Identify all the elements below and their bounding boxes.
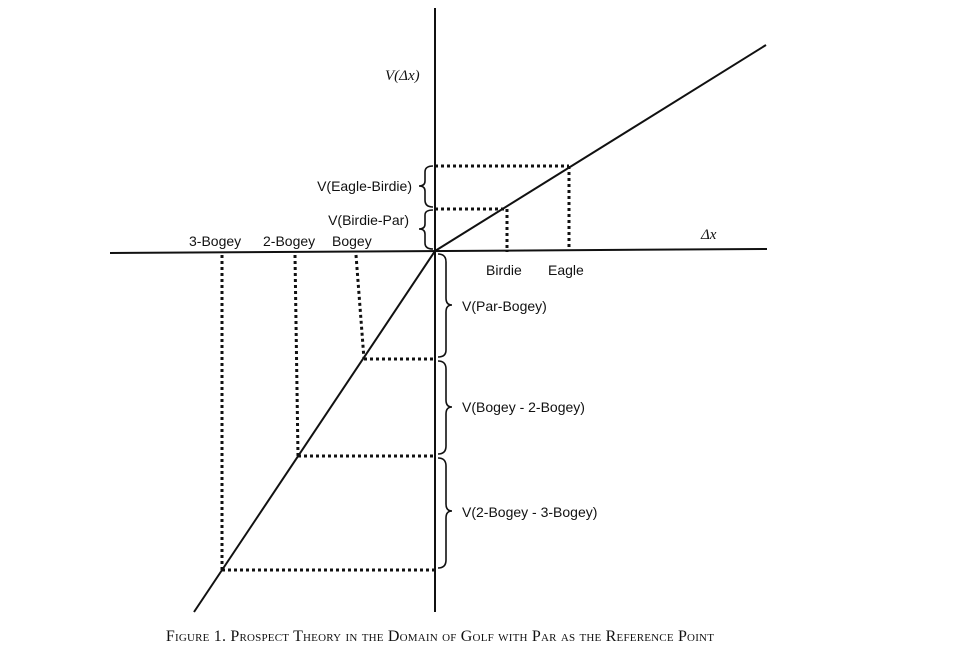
brace-bogey-2bogey <box>437 360 453 455</box>
value-function-loss-branch <box>193 250 436 613</box>
brace-2bogey-3bogey <box>437 457 453 569</box>
label-bogey: Bogey <box>332 233 372 249</box>
figure-caption: Figure 1. Prospect Theory in the Domain … <box>165 628 715 645</box>
label-2-bogey: 2-Bogey <box>263 233 315 249</box>
prospect-theory-diagram: V(Δx) Δx 3-Bogey 2-Bogey Bogey Birdie Ea… <box>109 8 768 613</box>
label-eagle: Eagle <box>548 262 584 278</box>
brace-eagle-birdie <box>418 165 434 208</box>
brace-par-bogey <box>437 253 453 358</box>
label-3-bogey: 3-Bogey <box>189 233 241 249</box>
label-birdie: Birdie <box>486 262 522 278</box>
label-v-2bogey-3bogey: V(2-Bogey - 3-Bogey) <box>462 504 597 520</box>
value-function-gain-branch <box>434 44 767 252</box>
label-v-par-bogey: V(Par-Bogey) <box>462 298 547 314</box>
label-v-bogey-2bogey: V(Bogey - 2-Bogey) <box>462 399 585 415</box>
label-v-birdie-par: V(Birdie-Par) <box>328 212 409 228</box>
label-v-eagle-birdie: V(Eagle-Birdie) <box>317 178 412 194</box>
x-axis <box>109 248 768 254</box>
gain-projections <box>435 164 571 252</box>
y-axis-label: V(Δx) <box>385 68 420 84</box>
brace-birdie-par <box>418 209 434 250</box>
x-axis-label: Δx <box>700 227 717 243</box>
loss-projections <box>220 254 435 572</box>
